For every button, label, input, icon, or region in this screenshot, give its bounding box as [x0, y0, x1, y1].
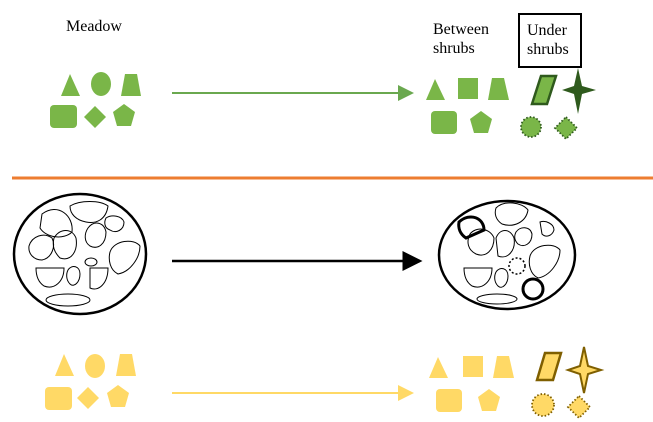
diamond-shape	[84, 106, 106, 128]
between-shrubs-green-shapes	[426, 78, 509, 134]
meadow-label: Meadow	[66, 18, 122, 35]
rounded-rect-shape	[45, 387, 72, 410]
rounded-rect-shape	[50, 105, 77, 128]
under-shrubs-yellow-shapes	[531, 346, 605, 420]
shrubland-community-ellipse	[437, 199, 577, 311]
meadow-yellow-shapes	[45, 354, 136, 410]
under-shrubs-green-shapes	[520, 68, 596, 141]
pentagon-shape	[478, 389, 500, 411]
dotted-circle-shape	[520, 116, 542, 138]
triangle-shape	[55, 354, 74, 376]
rounded-rect-shape	[431, 111, 457, 134]
rounded-rect-shape	[436, 389, 462, 412]
trapezoid-shape	[116, 354, 136, 376]
circle-shape	[85, 354, 105, 378]
trapezoid-shape	[493, 356, 514, 378]
diamond-shape	[77, 387, 99, 409]
triangle-shape	[426, 79, 445, 100]
triangle-shape	[61, 74, 80, 96]
four-point-star-shape	[562, 68, 596, 114]
trapezoid-shape	[121, 74, 141, 96]
between-shrubs-label: Between shrubs	[433, 21, 489, 57]
four-point-star-shape	[564, 346, 605, 394]
pentagon-shape	[470, 111, 492, 133]
dotted-diamond-shape	[553, 115, 579, 141]
under-shrubs-label: Under shrubs	[527, 22, 569, 58]
pentagon-shape	[107, 385, 129, 407]
meadow-community-ellipse	[12, 192, 148, 316]
triangle-shape	[429, 357, 448, 378]
dotted-circle-shape	[531, 393, 555, 417]
parallelogram-shape	[535, 351, 563, 382]
square-shape	[463, 356, 483, 377]
circle-shape	[91, 72, 111, 96]
meadow-green-shapes	[50, 72, 141, 128]
between-shrubs-yellow-shapes	[429, 356, 514, 412]
pentagon-shape	[113, 104, 135, 126]
parallelogram-shape	[530, 74, 558, 106]
dotted-diamond-shape	[566, 394, 592, 420]
trapezoid-shape	[488, 78, 509, 100]
under-shrubs-box	[518, 13, 582, 68]
square-shape	[458, 78, 478, 99]
